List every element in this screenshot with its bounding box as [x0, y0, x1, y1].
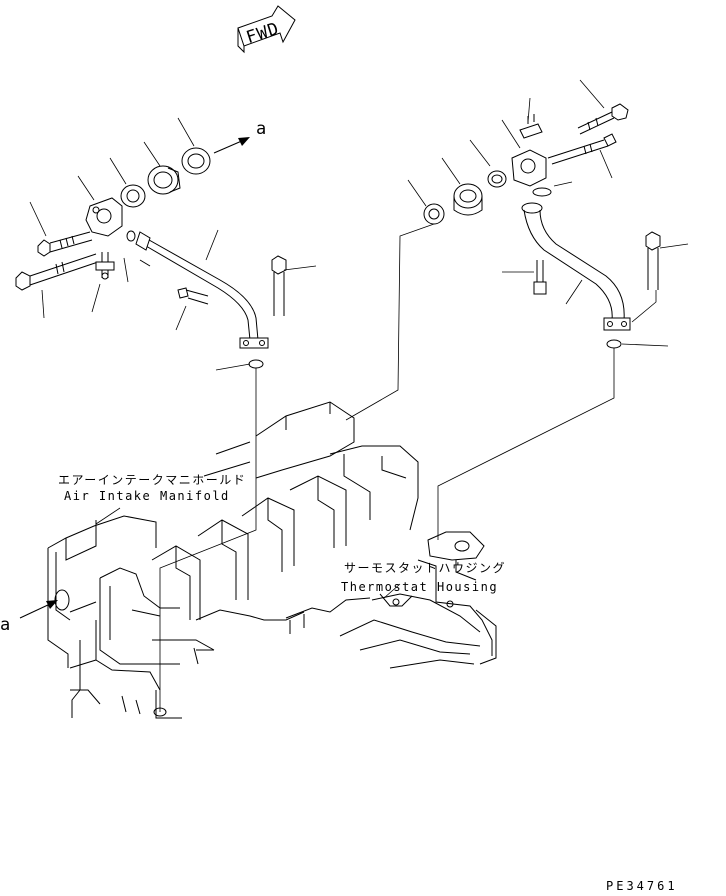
- connector-right: [453, 183, 483, 216]
- air-intake-label-jp: エアーインテークマニホールド: [58, 473, 246, 487]
- thermostat-leader: [383, 583, 401, 599]
- gasket-left-2: [120, 184, 146, 208]
- bolt-right-1: [577, 103, 629, 135]
- bolt-left-2: [15, 253, 99, 291]
- thermostat-label-en: Thermostat Housing: [341, 580, 498, 594]
- arrow-a-left: a: [0, 600, 58, 635]
- water-pipe-right: [521, 202, 631, 331]
- right-parts-group: [345, 79, 689, 540]
- gasket-left-1: [181, 147, 211, 175]
- fwd-label: FWD: [244, 19, 282, 48]
- engine-block: [47, 401, 497, 719]
- o-ring-right: [606, 339, 622, 349]
- flange-right: [511, 149, 547, 187]
- connector-left: [147, 165, 179, 195]
- bolt-pipe-left-2: [177, 287, 209, 305]
- flange-left: [85, 197, 123, 237]
- thermostat-callout: サーモスタットハウジング Thermostat Housing: [341, 561, 506, 594]
- o-ring-left: [248, 359, 264, 369]
- bolt-left-1: [37, 231, 93, 257]
- arrow-a-left-label: a: [0, 615, 10, 635]
- thermostat-label-jp: サーモスタットハウジング: [344, 561, 506, 575]
- air-intake-label-en: Air Intake Manifold: [64, 489, 230, 503]
- air-intake-leader: [95, 507, 121, 525]
- o-ring-right-top: [532, 187, 552, 197]
- bolt-right-4: [645, 231, 661, 290]
- water-pipe-left: [135, 231, 269, 349]
- bolt-right-2: [547, 133, 617, 165]
- stud-right-top: [519, 114, 543, 139]
- bolt-right-3: [533, 260, 547, 295]
- stud-left: [95, 252, 115, 280]
- reference-code: PE34761: [606, 879, 678, 893]
- bolt-pipe-left: [271, 255, 287, 316]
- arrow-a-top: a: [213, 119, 266, 154]
- left-parts-group: [15, 117, 317, 712]
- air-intake-callout: エアーインテークマニホールド Air Intake Manifold: [58, 473, 246, 503]
- gasket-right-2: [487, 170, 507, 188]
- arrow-a-top-label: a: [256, 119, 266, 139]
- gasket-right-1: [423, 203, 445, 225]
- fwd-indicator: FWD: [237, 5, 296, 54]
